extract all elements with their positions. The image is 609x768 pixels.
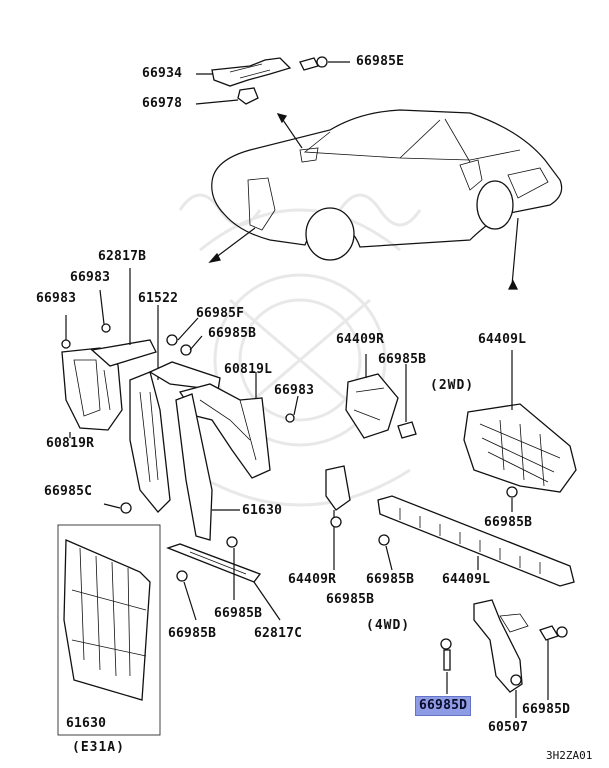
label-66985D-highlighted[interactable]: 66985D <box>414 696 472 716</box>
label-61630-b: 61630 <box>66 716 107 731</box>
bolt-66985E <box>299 56 350 71</box>
label-2wd: (2WD) <box>430 378 475 393</box>
bolt-66985B-r2 <box>506 486 518 512</box>
label-62817B: 62817B <box>98 249 147 264</box>
label-66985C: 66985C <box>44 484 93 499</box>
label-66985B-f: 66985B <box>214 606 263 621</box>
label-60507: 60507 <box>488 720 529 735</box>
clip-66978 <box>195 87 259 105</box>
label-61522: 61522 <box>138 291 179 306</box>
label-4wd: (4WD) <box>366 618 411 633</box>
bolt-66985D <box>440 625 568 700</box>
label-66985B-b: 66985B <box>378 352 427 367</box>
label-66983-c: 66983 <box>274 383 315 398</box>
bracket-64409L-2wd <box>463 350 577 493</box>
label-64409L-b: 64409L <box>442 572 491 587</box>
label-64409R-a: 64409R <box>336 332 385 347</box>
label-66985B-c: 66985B <box>484 515 533 530</box>
bracket-64409R <box>345 354 399 439</box>
label-61630-a: 61630 <box>242 503 283 518</box>
label-64409R-b: 64409R <box>288 572 337 587</box>
label-66934: 66934 <box>142 66 183 81</box>
diagram-code: 3H2ZA01 <box>546 749 593 762</box>
label-66983-b: 66983 <box>36 291 77 306</box>
label-66985B-d: 66985B <box>366 572 415 587</box>
label-e31a: (E31A) <box>72 740 125 755</box>
label-66985B-a: 66985B <box>208 326 257 341</box>
panel-61630 <box>175 393 240 541</box>
label-60819L: 60819L <box>224 362 273 377</box>
label-66985F: 66985F <box>196 306 245 321</box>
panel-61630-e31a <box>57 524 161 736</box>
watermark-emblem <box>178 193 422 507</box>
label-60819R: 60819R <box>46 436 95 451</box>
label-66985E: 66985E <box>356 54 405 69</box>
bolt-66985B-r1 <box>397 364 417 439</box>
bracket-60819L <box>178 372 271 479</box>
label-66985B-g: 66985B <box>168 626 217 641</box>
label-66978: 66978 <box>142 96 183 111</box>
label-66985D: 66985D <box>522 702 571 717</box>
label-64409L-a: 64409L <box>478 332 527 347</box>
label-66983-a: 66983 <box>70 270 111 285</box>
bracket-66934 <box>196 57 292 87</box>
car-outline <box>208 109 563 290</box>
panel-61522 <box>129 305 171 513</box>
bolts-left <box>61 289 299 621</box>
bracket-62817B <box>90 268 157 367</box>
bracket-64409R-4wd <box>325 465 351 570</box>
label-62817C: 62817C <box>254 626 303 641</box>
rail-62817C <box>166 543 281 621</box>
bracket-60507 <box>473 599 529 718</box>
bracket-64409L-4wd <box>377 495 575 587</box>
label-66985B-e: 66985B <box>326 592 375 607</box>
rail-top <box>148 361 221 391</box>
